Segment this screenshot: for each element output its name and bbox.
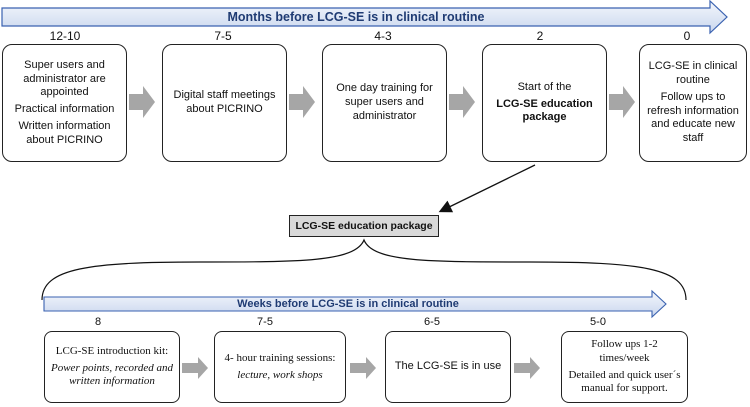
- step-1-line-3: Written information about PICRINO: [18, 119, 111, 146]
- step-box-1: Super users and administrator are appoin…: [2, 44, 127, 162]
- step-label-5: 0: [683, 29, 691, 43]
- week-label-4: 5-0: [590, 316, 606, 328]
- step-label-2: 7-5: [214, 29, 232, 43]
- step-3-line-1: One day training for super users and adm…: [336, 82, 433, 122]
- step-2-line-1: Digital staff meetings about PICRINO: [173, 89, 276, 115]
- package-pointer-arrow: [438, 164, 536, 213]
- week-label-3: 6-5: [424, 316, 440, 328]
- step-box-5: LCG-SE in clinical routine Follow ups to…: [639, 44, 747, 162]
- week-1-detail: Power points, recorded and written infor…: [51, 361, 174, 388]
- bottom-timeline-title: Weeks before LCG-SE is in clinical routi…: [237, 298, 459, 310]
- step-arrow-2: [289, 86, 315, 118]
- step-label-1: 12-10: [49, 29, 81, 43]
- bottom-step-arrow-1: [182, 357, 208, 379]
- step-4-line-1: Start of the: [517, 80, 572, 93]
- bottom-step-arrow-2: [350, 357, 376, 379]
- step-5-line-2: Follow ups to refresh information and ed…: [647, 90, 739, 144]
- bottom-step-arrows: [182, 357, 540, 379]
- top-timeline-title: Months before LCG-SE is in clinical rout…: [227, 10, 485, 24]
- step-1-line-1: Super users and administrator are appoin…: [23, 58, 106, 99]
- week-label-2: 7-5: [257, 316, 273, 328]
- week-3-heading: The LCG-SE is in use: [394, 360, 502, 373]
- bottom-step-arrow-3: [514, 357, 540, 379]
- step-label-3: 4-3: [374, 29, 392, 43]
- step-box-3: One day training for super users and adm…: [322, 44, 447, 162]
- bottom-timeline-arrow: [43, 289, 667, 319]
- week-2-detail: lecture, work shops: [237, 368, 323, 381]
- step-label-4: 2: [536, 29, 544, 43]
- week-1-heading: LCG-SE introduction kit:: [55, 344, 169, 357]
- week-box-1: LCG-SE introduction kit: Power points, r…: [44, 331, 180, 403]
- week-label-1: 8: [94, 316, 102, 328]
- step-1-line-2: Practical information: [14, 103, 115, 115]
- step-arrow-4: [609, 86, 635, 118]
- step-box-4: Start of the LCG-SE education package: [482, 44, 607, 162]
- step-5-line-1: LCG-SE in clinical routine: [648, 60, 738, 86]
- week-2-heading: 4- hour training sessions:: [224, 351, 336, 364]
- step-arrow-3: [449, 86, 475, 118]
- step-box-2: Digital staff meetings about PICRINO: [162, 44, 287, 162]
- week-4-detail: Detailed and quick user´s manual for sup…: [568, 368, 681, 395]
- step-arrow-1: [129, 86, 155, 118]
- package-label: LCG-SE education package: [289, 215, 439, 237]
- week-box-3: The LCG-SE is in use: [385, 331, 511, 403]
- week-4-heading: Follow ups 1-2 times/week: [591, 338, 658, 364]
- week-box-2: 4- hour training sessions: lecture, work…: [214, 331, 346, 403]
- top-step-arrows: [129, 86, 635, 118]
- week-box-4: Follow ups 1-2 times/week Detailed and q…: [561, 331, 688, 403]
- package-brace: [41, 238, 687, 301]
- top-timeline-arrow: [1, 0, 728, 35]
- step-4-line-2: LCG-SE education package: [496, 97, 593, 124]
